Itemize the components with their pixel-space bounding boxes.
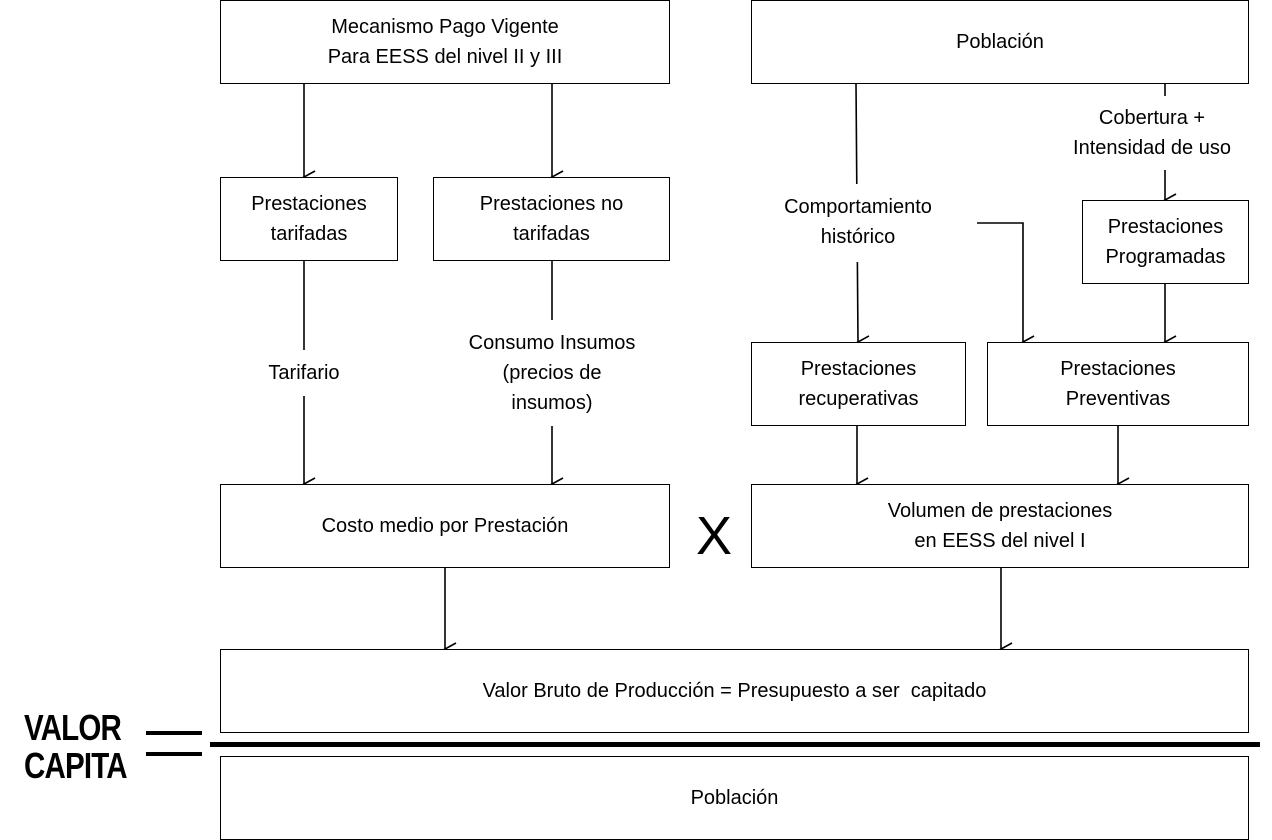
prestaciones-recuperativas-box: Prestaciones recuperativas <box>751 342 966 426</box>
arrow-comportamiento-to-preventivas <box>977 222 1035 349</box>
multiply-symbol: X <box>696 506 733 566</box>
preventivas-line1: Prestaciones <box>1060 358 1176 380</box>
consumo-line2: (precios de <box>502 362 602 384</box>
valor-bruto-box: Valor Bruto de Producción = Presupuesto … <box>220 649 1249 733</box>
valor-bruto-label: Valor Bruto de Producción = Presupuesto … <box>482 680 987 702</box>
programadas-line2: Programadas <box>1105 246 1226 268</box>
equals-sign-top <box>146 731 202 735</box>
comportamiento-historico-label: Comportamiento histórico <box>758 184 958 262</box>
mecanismo-pago-line1: Mecanismo Pago Vigente <box>331 16 559 38</box>
no-tarifadas-line2: tarifadas <box>513 223 590 245</box>
prestaciones-no-tarifadas-box: Prestaciones no tarifadas <box>433 177 670 261</box>
valor-capita-title: VALOR CAPITA <box>24 707 128 786</box>
mecanismo-pago-line2: Para EESS del nivel II y III <box>327 46 563 68</box>
no-tarifadas-line1: Prestaciones no <box>479 193 624 215</box>
costo-medio-label: Costo medio por Prestación <box>321 515 569 537</box>
consumo-line3: insumos) <box>511 392 593 414</box>
costo-medio-box: Costo medio por Prestación <box>220 484 670 568</box>
poblacion-bottom-box: Población <box>220 756 1249 840</box>
fraction-bar <box>210 742 1260 747</box>
valor-capita-line1: VALOR <box>24 707 122 748</box>
consumo-insumos-label: Consumo Insumos (precios de insumos) <box>447 320 657 426</box>
consumo-line1: Consumo Insumos <box>468 332 636 354</box>
volumen-line1: Volumen de prestaciones <box>887 500 1113 522</box>
cobertura-intensidad-label: Cobertura + Intensidad de uso <box>1052 96 1252 170</box>
recuperativas-line1: Prestaciones <box>800 358 917 380</box>
poblacion-top-label: Población <box>956 31 1044 53</box>
cobertura-line1: Cobertura + <box>1098 107 1206 129</box>
programadas-line1: Prestaciones <box>1107 216 1224 238</box>
tarifadas-line1: Prestaciones <box>251 193 367 215</box>
poblacion-top-box: Población <box>751 0 1249 84</box>
preventivas-line2: Preventivas <box>1065 388 1171 410</box>
prestaciones-tarifadas-box: Prestaciones tarifadas <box>220 177 398 261</box>
prestaciones-programadas-box: Prestaciones Programadas <box>1082 200 1249 284</box>
tarifadas-line2: tarifadas <box>270 223 348 245</box>
recuperativas-line2: recuperativas <box>798 388 919 410</box>
volumen-line2: en EESS del nivel I <box>914 530 1086 552</box>
prestaciones-preventivas-box: Prestaciones Preventivas <box>987 342 1249 426</box>
valor-capita-line2: CAPITA <box>24 745 128 786</box>
poblacion-bottom-label: Población <box>690 787 779 809</box>
equals-sign-bottom <box>146 752 202 756</box>
comportamiento-line1: Comportamiento <box>784 196 932 218</box>
mecanismo-pago-box: Mecanismo Pago Vigente Para EESS del niv… <box>220 0 670 84</box>
tarifario-label: Tarifario <box>252 350 356 396</box>
comportamiento-line2: histórico <box>820 226 896 248</box>
volumen-prestaciones-box: Volumen de prestaciones en EESS del nive… <box>751 484 1249 568</box>
cobertura-line2: Intensidad de uso <box>1073 137 1231 159</box>
